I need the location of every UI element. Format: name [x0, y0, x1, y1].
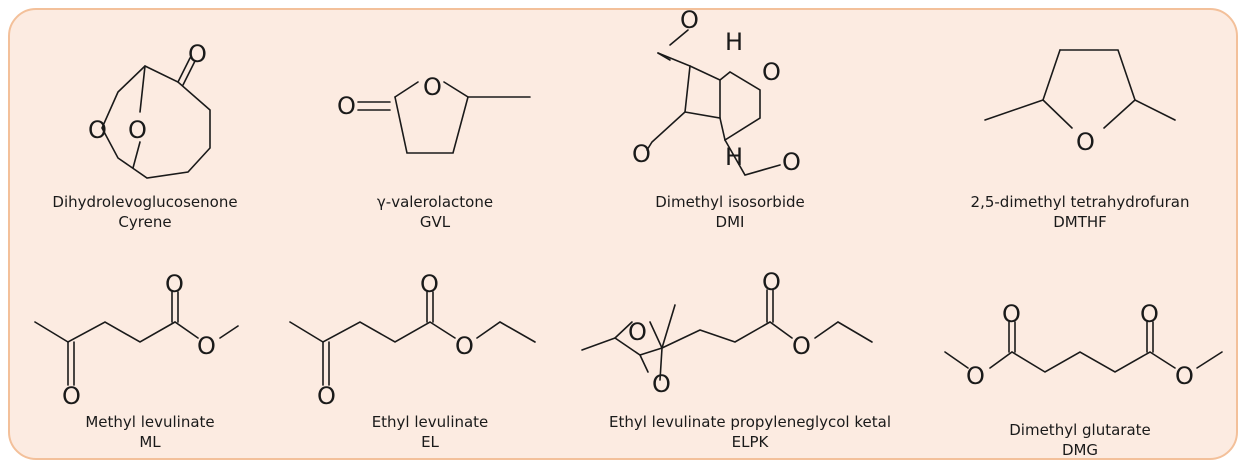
compound-name: Ethyl levulinate propyleneglycol ketal: [609, 413, 891, 431]
compound-name: Dimethyl glutarate: [1009, 421, 1151, 439]
atom-oxygen: O: [1175, 362, 1194, 390]
compound-name: γ-valerolactone: [376, 193, 494, 211]
structure-gvl: O O: [337, 73, 531, 154]
atom-oxygen: O: [165, 270, 184, 298]
structure-dmi: O H O O H O: [632, 6, 801, 176]
compound-name: Dihydrolevoglucosenone: [52, 193, 238, 211]
atom-oxygen: O: [197, 332, 216, 360]
atom-oxygen: O: [680, 6, 699, 34]
caption-gvl: γ-valerolactone GVL: [300, 192, 570, 232]
atom-oxygen: O: [423, 73, 442, 101]
atom-hydrogen: H: [725, 28, 743, 56]
atom-oxygen: O: [1140, 300, 1159, 328]
atom-oxygen: O: [782, 148, 801, 176]
structure-el: O O O: [289, 270, 536, 410]
compound-abbr: EL: [421, 433, 439, 451]
atom-oxygen: O: [792, 332, 811, 360]
compound-name: Dimethyl isosorbide: [655, 193, 805, 211]
atom-oxygen: O: [966, 362, 985, 390]
structure-dmg: O O O O: [944, 300, 1223, 390]
atom-hydrogen: H: [725, 143, 743, 171]
compound-name: Methyl levulinate: [85, 413, 215, 431]
atom-oxygen: O: [62, 382, 81, 410]
structure-elpk: O O O O: [581, 268, 873, 398]
compound-abbr: DMG: [1061, 441, 1099, 459]
compound-name: Ethyl levulinate: [371, 413, 489, 431]
atom-oxygen: O: [337, 92, 356, 120]
atom-oxygen: O: [455, 332, 474, 360]
structure-cyrene: O O O: [88, 40, 211, 179]
atom-oxygen: O: [628, 318, 647, 346]
atom-oxygen: O: [762, 268, 781, 296]
caption-dmg: Dimethyl glutarate DMG: [950, 420, 1210, 460]
caption-ml: Methyl levulinate ML: [20, 412, 280, 452]
caption-elpk: Ethyl levulinate propyleneglycol ketal E…: [570, 412, 930, 452]
atom-oxygen: O: [1076, 128, 1095, 156]
compound-abbr: GVL: [419, 213, 451, 231]
compound-abbr: ML: [139, 433, 161, 451]
structure-ml: O O O: [34, 270, 239, 410]
caption-dmi: Dimethyl isosorbide DMI: [590, 192, 870, 232]
caption-dmthf: 2,5-dimethyl tetrahydrofuran DMTHF: [930, 192, 1230, 232]
caption-cyrene: Dihydrolevoglucosenone Cyrene: [10, 192, 280, 232]
compound-abbr: DMTHF: [1053, 213, 1107, 231]
structure-dmthf: O: [984, 49, 1176, 156]
atom-oxygen: O: [762, 58, 781, 86]
figure-panel: [8, 8, 1238, 460]
compound-name: 2,5-dimethyl tetrahydrofuran: [970, 193, 1190, 211]
atom-oxygen: O: [128, 116, 147, 144]
compound-abbr: ELPK: [731, 433, 769, 451]
compound-abbr: Cyrene: [118, 213, 172, 231]
caption-el: Ethyl levulinate EL: [300, 412, 560, 452]
compound-abbr: DMI: [715, 213, 745, 231]
atom-oxygen: O: [420, 270, 439, 298]
atom-oxygen: O: [88, 116, 107, 144]
atom-oxygen: O: [1002, 300, 1021, 328]
atom-oxygen: O: [317, 382, 336, 410]
atom-oxygen: O: [188, 40, 207, 68]
atom-oxygen: O: [632, 140, 651, 168]
atom-oxygen: O: [652, 370, 671, 398]
